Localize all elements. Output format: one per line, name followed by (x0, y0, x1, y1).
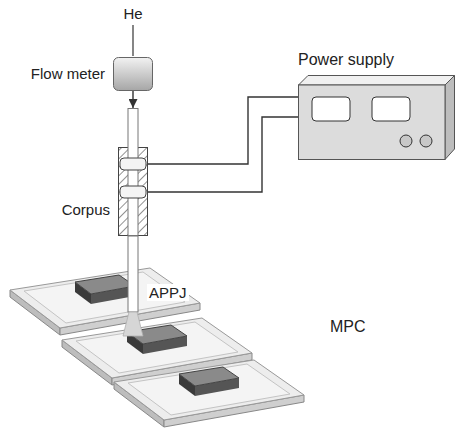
node-outline (113, 57, 153, 91)
node-label: Flow meter (31, 65, 105, 82)
power-supply-body (299, 76, 455, 160)
node-label: Corpus (62, 201, 110, 218)
array-label: MPC (330, 318, 366, 336)
flow-meter-box: Flow meter (113, 57, 153, 91)
corpus-box: Corpus (118, 108, 148, 236)
mpc-tile (114, 360, 304, 427)
node-label: Power supply (298, 51, 394, 69)
chip (75, 275, 135, 304)
wire (148, 117, 298, 192)
corpus-body (119, 109, 148, 236)
plasma-tube (128, 236, 138, 312)
gas-inlet-line (132, 25, 133, 56)
node-outline (298, 75, 455, 160)
chip (179, 367, 239, 396)
power-supply-box: Power supply (298, 75, 455, 160)
gas-label: He (123, 5, 142, 22)
gas-line-arrow (132, 91, 133, 108)
plasma-jet (123, 312, 143, 336)
node-outline (118, 108, 148, 236)
jet-label: APPJ (147, 284, 189, 301)
flow-meter-body (114, 58, 153, 91)
wire (148, 97, 298, 164)
